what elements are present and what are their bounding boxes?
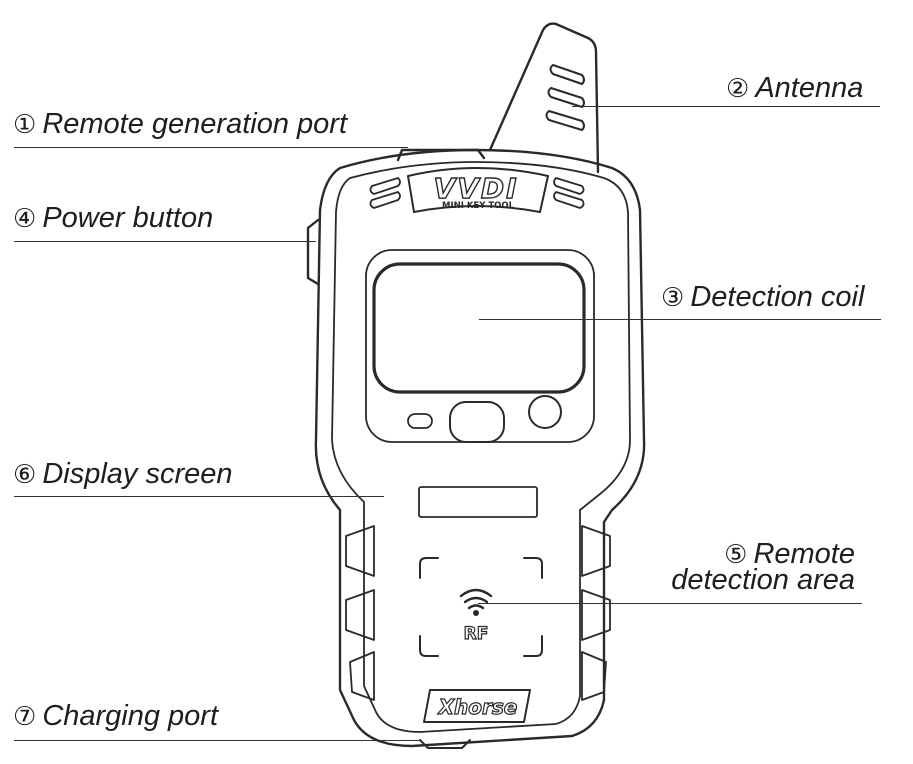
right-grip-1 [581,525,611,577]
callout-text: Charging port [42,700,219,732]
detection-area-corner-br [523,635,543,657]
center-button [449,401,505,443]
detection-coil-window [372,262,586,394]
callout-text: Remote [753,538,855,570]
maker-badge [423,689,531,723]
power-button-shape [306,218,320,286]
leader-display-screen [14,496,384,497]
left-grip-2 [345,589,375,641]
callout-number: ② [726,74,750,104]
callout-number: ⑤ [724,540,748,570]
antenna-grip-3 [545,110,585,131]
vent-left-1 [369,177,401,195]
screen-bezel [365,249,595,443]
charging-port [419,739,471,749]
callout-text: Remote generation port [42,108,347,140]
maker-logo-text: Xhorse [437,695,518,719]
brand-logo-text: VVDI [434,172,519,205]
device-body-inner [331,161,631,733]
callout-number: ④ [13,204,37,234]
right-grip-3 [581,651,607,701]
callout-text: Display screen [42,458,233,490]
callout-text-line2: detection area [671,564,855,596]
antenna-grip-1 [549,64,585,85]
vent-right-2 [553,191,585,209]
left-grip-3 [349,651,375,701]
leader-detection-coil [479,319,881,320]
vent-right-1 [553,177,585,195]
antenna-grip-2 [547,87,585,108]
rf-text: RF [464,624,489,644]
right-round-button [528,395,562,429]
leader-power-button [14,241,316,242]
detection-area-corner-bl [419,635,439,657]
leader-charging-port [14,740,422,741]
vent-left-2 [369,191,401,209]
model-text: MINI KEY TOOL [442,201,515,211]
callout-text: Power button [42,202,214,234]
leader-remote-generation-port [14,147,408,148]
leader-remote-detection-area [478,603,862,604]
detection-area-corner-tl [419,557,439,579]
brand-badge [407,167,549,213]
callout-text: Detection coil [690,281,865,313]
display-screen [418,486,538,518]
callout-text: Antenna [755,72,864,104]
rf-wifi-icon [459,588,493,617]
callout-number: ⑥ [13,460,37,490]
left-small-button [407,413,433,429]
callout-number: ③ [661,283,685,313]
antenna [488,22,600,174]
left-grip-1 [345,525,375,577]
device-body-outer [314,148,646,748]
detection-area-corner-tr [523,557,543,579]
right-grip-2 [581,589,611,641]
callout-number: ⑦ [13,702,37,732]
callout-number: ① [13,110,37,140]
leader-antenna [572,106,880,107]
